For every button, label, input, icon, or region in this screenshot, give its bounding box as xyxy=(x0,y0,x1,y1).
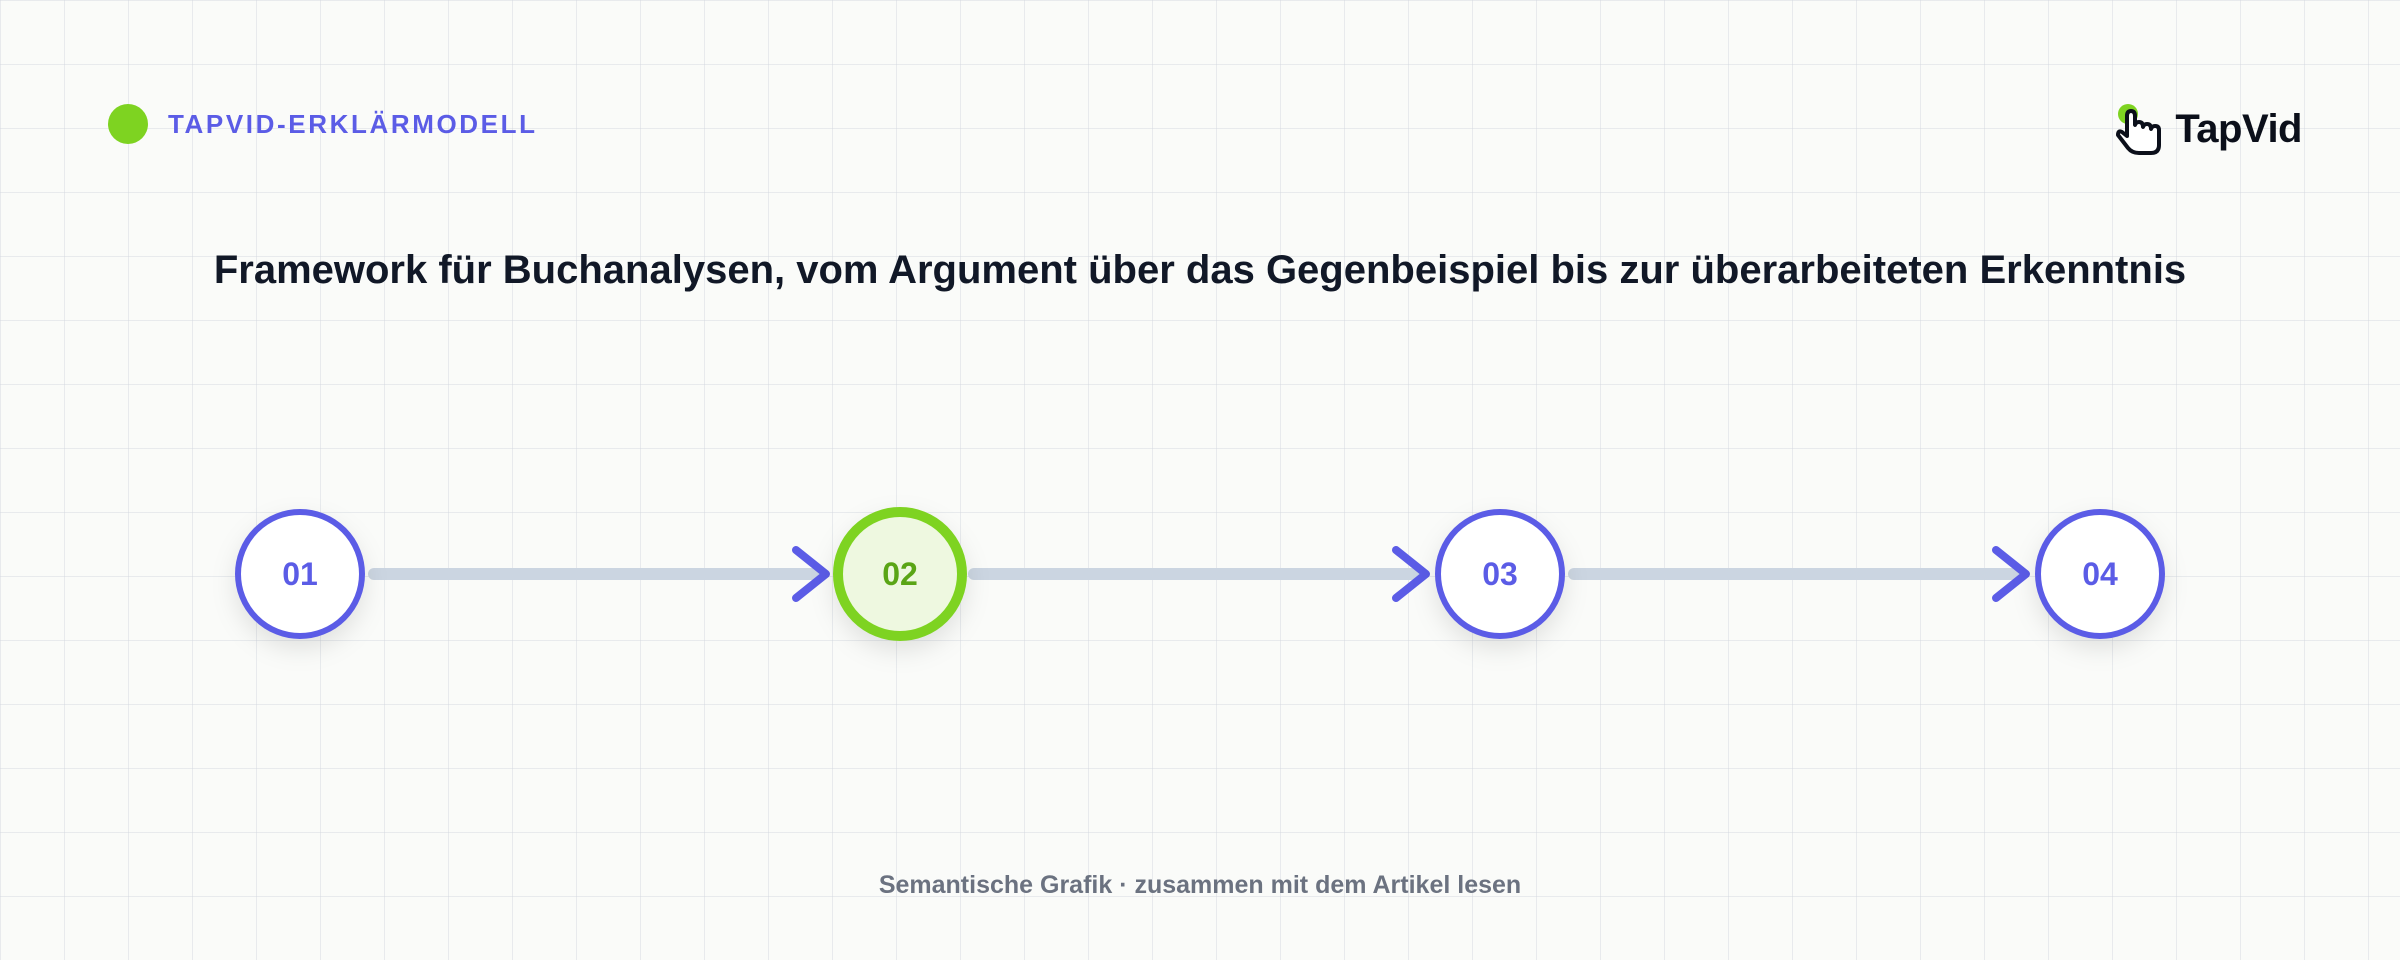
eyebrow: TAPVID-ERKLÄRMODELL xyxy=(108,104,538,144)
step-node: 02 xyxy=(833,507,967,641)
arrow-head-icon xyxy=(1992,546,2030,602)
step-node: 01 xyxy=(235,509,365,639)
step-label: 02 xyxy=(882,556,918,592)
page-title: Framework für Buchanalysen, vom Argument… xyxy=(213,248,2187,292)
step-circle xyxy=(833,507,967,641)
footer-note: Semantische Grafik · zusammen mit dem Ar… xyxy=(878,871,1522,899)
step-circle xyxy=(235,509,365,639)
logo-text: TapVid xyxy=(2175,106,2302,151)
step-circle xyxy=(2035,509,2165,639)
arrow-head-icon xyxy=(1392,546,1430,602)
eyebrow-label: TAPVID-ERKLÄRMODELL xyxy=(168,108,538,139)
arrow-head-icon xyxy=(792,546,830,602)
step-node: 03 xyxy=(1435,509,1565,639)
step-label: 01 xyxy=(282,556,318,592)
tapvid-hand-icon xyxy=(2116,104,2162,155)
tapvid-logo: TapVid xyxy=(2113,100,2302,158)
eyebrow-dot-icon xyxy=(108,104,148,144)
step-node: 04 xyxy=(2035,509,2165,639)
step-circle xyxy=(1435,509,1565,639)
step-label: 04 xyxy=(2082,556,2118,592)
step-label: 03 xyxy=(1482,556,1518,592)
